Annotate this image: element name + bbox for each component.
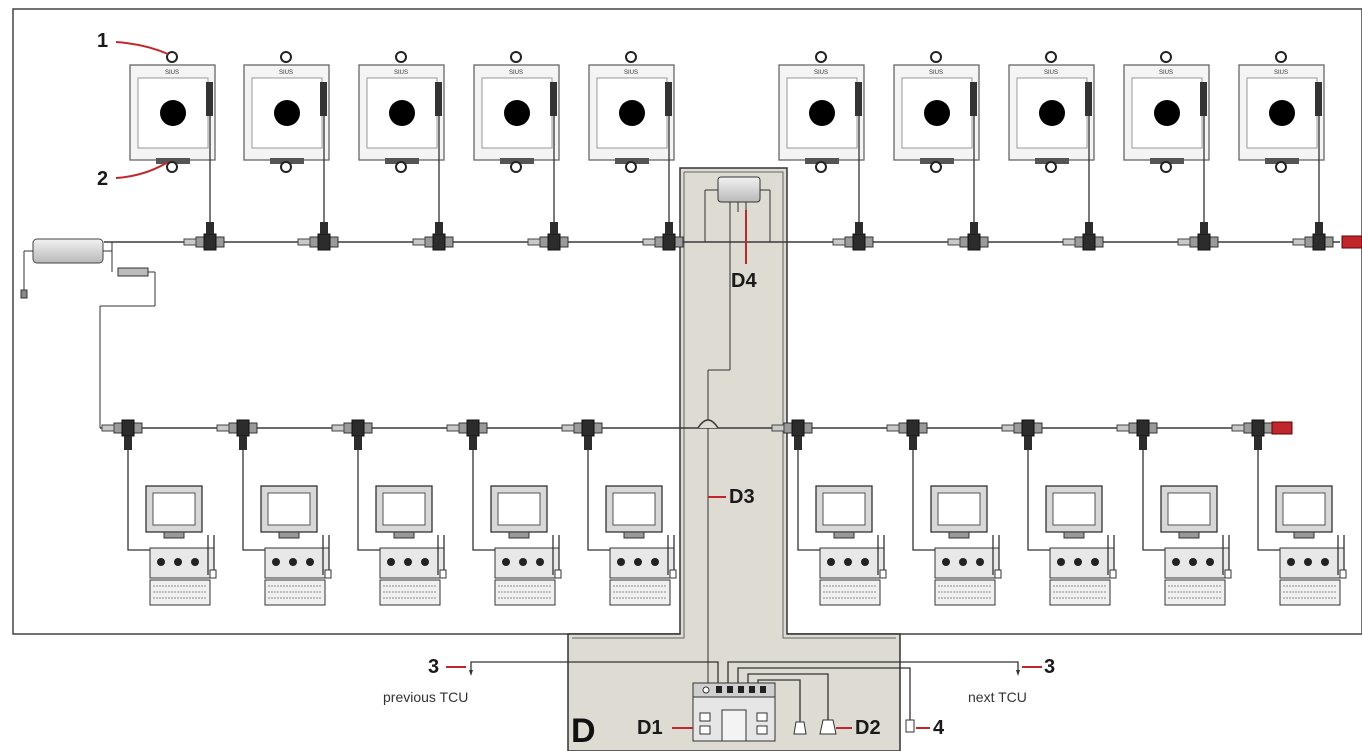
bullseye-icon (809, 100, 835, 126)
target-unit: SIUS (1238, 51, 1325, 200)
monitor-row (127, 449, 1347, 606)
shooter-monitor-unit (1027, 449, 1117, 606)
bullseye-icon (924, 100, 950, 126)
callout-d1: D1 (637, 717, 663, 739)
bullseye-icon (160, 100, 186, 126)
bus-crossing-hump (697, 419, 719, 429)
shooter-monitor-unit (242, 449, 332, 606)
t-connector (886, 419, 928, 451)
bullseye-icon (1269, 100, 1295, 126)
callout-d4: D4 (731, 270, 757, 292)
target-unit: SIUS (358, 51, 445, 200)
target-brand-label: SIUS (1274, 70, 1288, 76)
shooter-monitor-unit (587, 449, 677, 606)
target-brand-label: SIUS (165, 70, 179, 76)
target-unit: SIUS (588, 51, 675, 200)
bullseye-icon (1039, 100, 1065, 126)
target-unit: SIUS (1008, 51, 1095, 200)
t-connector (947, 221, 989, 251)
probe-d2-left (793, 721, 807, 735)
target-brand-label: SIUS (624, 70, 638, 76)
target-unit: SIUS (1123, 51, 1210, 200)
target-brand-label: SIUS (1044, 70, 1058, 76)
probe-d2-right (819, 719, 837, 735)
shooter-monitor-unit (357, 449, 447, 606)
bullseye-icon (619, 100, 645, 126)
callout-leaders (115, 41, 1042, 729)
t-connector (832, 221, 874, 251)
t-connector (1062, 221, 1104, 251)
target-brand-label: SIUS (394, 70, 408, 76)
callout-3-right: 3 (1044, 656, 1056, 678)
t-connector (183, 221, 225, 251)
target-brand-label: SIUS (1159, 70, 1173, 76)
previous-tcu-label: previous TCU (383, 689, 469, 705)
power-supply (20, 238, 156, 428)
plug-next (1016, 670, 1020, 676)
t-connector (1231, 419, 1273, 451)
t-connector (297, 221, 339, 251)
t-connector (101, 419, 143, 451)
callout-3-left: 3 (428, 656, 440, 678)
callout-d3: D3 (729, 486, 755, 508)
tcu-unit (692, 682, 776, 742)
t-connector (412, 221, 454, 251)
terminator-bottom (1271, 421, 1293, 435)
target-brand-label: SIUS (279, 70, 293, 76)
t-connector (642, 221, 684, 251)
top-connector-row (183, 200, 1334, 251)
target-brand-label: SIUS (929, 70, 943, 76)
shooter-monitor-unit (1257, 449, 1347, 606)
target-unit: SIUS (129, 51, 216, 200)
t-connector (216, 419, 258, 451)
distribution-box-d4 (704, 176, 771, 683)
bullseye-icon (504, 100, 530, 126)
plug-4 (905, 719, 915, 733)
target-unit: SIUS (243, 51, 330, 200)
target-unit: SIUS (893, 51, 980, 200)
callout-2: 2 (97, 168, 109, 190)
callout-4: 4 (933, 717, 945, 739)
t-connector (331, 419, 373, 451)
zone-d-inner-border (572, 171, 896, 639)
t-connector (527, 221, 569, 251)
shooter-monitor-unit (912, 449, 1002, 606)
target-unit: SIUS (473, 51, 560, 200)
bullseye-icon (274, 100, 300, 126)
t-connector (1177, 221, 1219, 251)
bullseye-icon (1154, 100, 1180, 126)
terminator-top (1341, 235, 1362, 249)
zone-d-area (567, 167, 901, 751)
tcu-wiring (470, 661, 1019, 722)
zone-d-label: D (571, 712, 596, 750)
target-row: SIUS SIUS SIUS SIUS SIUS SIUS SIUS SIUS SIUS SIUS (129, 51, 1325, 200)
shooter-monitor-unit (1142, 449, 1232, 606)
t-connector (1116, 419, 1158, 451)
shooter-monitor-unit (472, 449, 562, 606)
t-connector (1001, 419, 1043, 451)
next-tcu-label: next TCU (968, 689, 1027, 705)
t-connector (446, 419, 488, 451)
t-connector (561, 419, 603, 451)
bullseye-icon (389, 100, 415, 126)
target-unit: SIUS (778, 51, 865, 200)
plug-prev (469, 670, 473, 676)
shooter-monitor-unit (127, 449, 217, 606)
callout-1: 1 (97, 30, 109, 52)
callout-d2: D2 (855, 717, 881, 739)
target-brand-label: SIUS (814, 70, 828, 76)
target-brand-label: SIUS (509, 70, 523, 76)
shooter-monitor-unit (797, 449, 887, 606)
t-connector (1292, 221, 1334, 251)
